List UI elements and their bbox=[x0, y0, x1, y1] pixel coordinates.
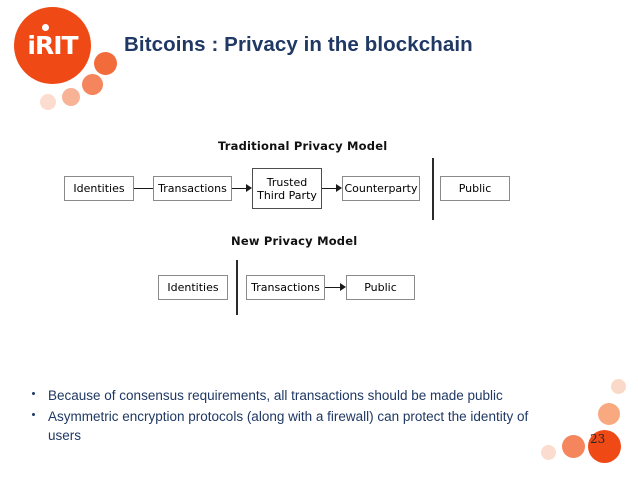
connector-identities-transactions bbox=[134, 188, 153, 189]
diagram-2-heading: New Privacy Model bbox=[231, 234, 358, 248]
logo-accent-circle-4 bbox=[62, 88, 80, 106]
arrowhead-icon-transactions-ttp bbox=[246, 184, 252, 192]
node-identities-traditional: Identities bbox=[64, 176, 134, 201]
node-identities-new: Identities bbox=[158, 275, 228, 300]
list-item: Because of consensus requirements, all t… bbox=[26, 386, 546, 405]
node-trusted-third-party-line2: Third Party bbox=[257, 188, 317, 202]
logo-wordmark: iRIT bbox=[27, 31, 78, 60]
logo-accent-circle-5 bbox=[40, 94, 56, 110]
slide-title: Bitcoins : Privacy in the blockchain bbox=[124, 33, 473, 56]
deco-circle-main bbox=[588, 430, 621, 463]
bullet-list: Because of consensus requirements, all t… bbox=[26, 386, 546, 447]
node-counterparty: Counterparty bbox=[342, 176, 420, 201]
node-trusted-third-party-line1: Trusted bbox=[266, 175, 308, 189]
bullet-dot-icon bbox=[32, 392, 35, 395]
deco-circle-2 bbox=[562, 435, 585, 458]
connector-ttp-counterparty bbox=[322, 188, 336, 189]
bullet-dot-icon bbox=[32, 413, 35, 416]
diagram-1-heading: Traditional Privacy Model bbox=[218, 139, 388, 153]
node-trusted-third-party: Trusted Third Party bbox=[252, 168, 322, 209]
arrowhead-icon-transactions-public bbox=[340, 283, 346, 291]
list-item-text: Because of consensus requirements, all t… bbox=[48, 388, 503, 403]
node-public-traditional: Public bbox=[440, 176, 510, 201]
logo-i-dot-icon bbox=[42, 24, 49, 31]
node-transactions-new: Transactions bbox=[246, 275, 325, 300]
deco-circle-4 bbox=[598, 403, 620, 425]
logo-accent-circle-2 bbox=[94, 52, 117, 75]
node-public-new: Public bbox=[346, 275, 415, 300]
divider-traditional bbox=[432, 158, 434, 220]
logo-accent-circle-3 bbox=[82, 74, 103, 95]
deco-circle-5 bbox=[611, 379, 626, 394]
connector-transactions-public bbox=[325, 287, 340, 288]
arrowhead-icon-ttp-counterparty bbox=[336, 184, 342, 192]
deco-circle-3 bbox=[541, 445, 556, 460]
connector-transactions-ttp bbox=[232, 188, 246, 189]
list-item: Asymmetric encryption protocols (along w… bbox=[26, 407, 546, 445]
divider-new bbox=[236, 260, 238, 315]
irit-logo: iRIT bbox=[0, 0, 130, 115]
page-number: 23 bbox=[590, 432, 606, 446]
footer-decoration bbox=[530, 375, 638, 478]
node-transactions-traditional: Transactions bbox=[153, 176, 232, 201]
list-item-text: Asymmetric encryption protocols (along w… bbox=[48, 409, 529, 443]
logo-main-circle bbox=[14, 7, 91, 84]
